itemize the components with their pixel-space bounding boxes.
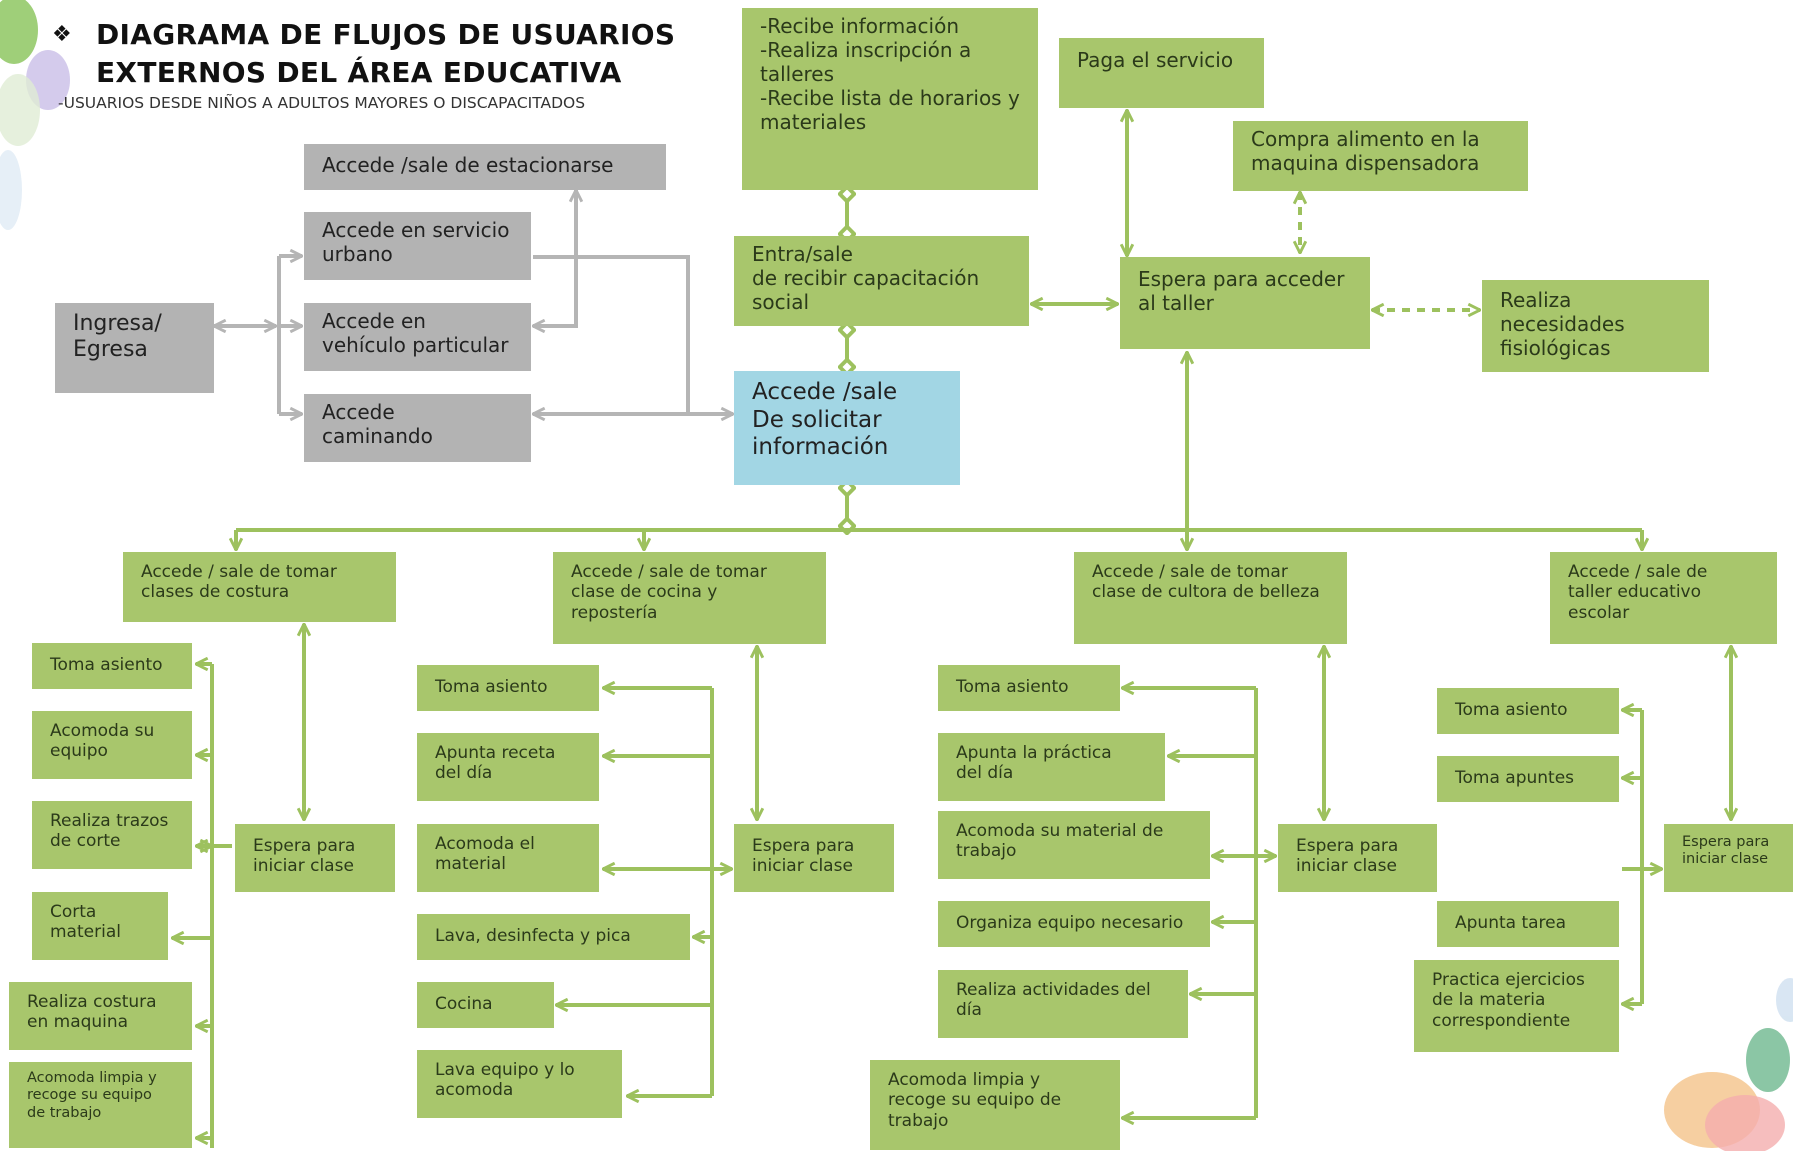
escolar-step-1: Toma asiento [1437,688,1619,734]
costura-step-2: Acomoda su equipo [32,711,192,779]
costura-step-1: Toma asiento [32,643,192,689]
node-ingresa-egresa: Ingresa/ Egresa [55,303,214,393]
title-line-2: EXTERNOS DEL ÁREA EDUCATIVA [96,56,622,89]
node-espera-acceder-taller: Espera para acceder al taller [1120,257,1370,349]
node-accede-solicitar-informacion: Accede /sale De solicitar información [734,371,960,485]
cocina-step-3: Acomoda el material [417,824,599,892]
workshop-costura-header: Accede / sale de tomar clases de costura [123,552,396,622]
decorative-plant-top-left [0,0,70,230]
workshop-belleza-header: Accede / sale de tomar clase de cultora … [1074,552,1347,644]
node-paga-servicio: Paga el servicio [1059,38,1264,108]
costura-step-6: Acomoda limpia y recoge su equipo de tra… [9,1062,192,1148]
belleza-step-3: Acomoda su material de trabajo [938,811,1210,879]
workshop-escolar-header: Accede / sale de taller educativo escola… [1550,552,1777,644]
escolar-step-2: Toma apuntes [1437,756,1619,802]
title-line-1: DIAGRAMA DE FLUJOS DE USUARIOS [96,18,676,51]
workshop-cocina-header: Accede / sale de tomar clase de cocina y… [553,552,826,644]
costura-step-5: Realiza costura en maquina [9,982,192,1050]
escolar-espera-iniciar-clase: Espera para iniciar clase [1664,824,1793,892]
costura-espera-iniciar-clase: Espera para iniciar clase [235,824,395,892]
cocina-step-5: Cocina [417,982,554,1028]
cocina-espera-iniciar-clase: Espera para iniciar clase [734,824,894,892]
diagram-title: DIAGRAMA DE FLUJOS DE USUARIOS EXTERNOS … [96,16,675,92]
title-bullet-icon: ❖ [52,22,72,47]
cocina-step-2: Apunta receta del día [417,733,599,801]
cocina-step-4: Lava, desinfecta y pica [417,914,690,960]
cocina-step-1: Toma asiento [417,665,599,711]
node-accede-caminando: Accede caminando [304,394,531,462]
node-recibe-informacion: -Recibe información -Realiza inscripción… [742,8,1038,190]
node-recibir-capacitacion: Entra/sale de recibir capacitación socia… [734,236,1029,326]
belleza-step-6: Acomoda limpia y recoge su equipo de tra… [870,1060,1120,1150]
costura-step-3: Realiza trazos de corte [32,801,192,869]
belleza-step-4: Organiza equipo necesario [938,901,1210,947]
diagram-subtitle: -USUARIOS DESDE NIÑOS A ADULTOS MAYORES … [58,94,586,112]
node-accede-vehiculo-particular: Accede en vehículo particular [304,303,531,371]
belleza-step-2: Apunta la práctica del día [938,733,1165,801]
belleza-step-5: Realiza actividades del día [938,970,1188,1038]
node-accede-servicio-urbano: Accede en servicio urbano [304,212,531,280]
belleza-espera-iniciar-clase: Espera para iniciar clase [1278,824,1437,892]
belleza-step-1: Toma asiento [938,665,1120,711]
escolar-step-3: Apunta tarea [1437,901,1619,947]
costura-step-4: Corta material [32,892,168,960]
node-accede-estacionarse: Accede /sale de estacionarse [304,144,666,190]
escolar-step-4: Practica ejercicios de la materia corres… [1414,960,1619,1052]
decorative-plant-bottom-right [1664,978,1793,1151]
node-necesidades-fisiologicas: Realiza necesidades fisiológicas [1482,280,1709,372]
cocina-step-6: Lava equipo y lo acomoda [417,1050,622,1118]
node-compra-alimento: Compra alimento en la maquina dispensado… [1233,121,1528,191]
